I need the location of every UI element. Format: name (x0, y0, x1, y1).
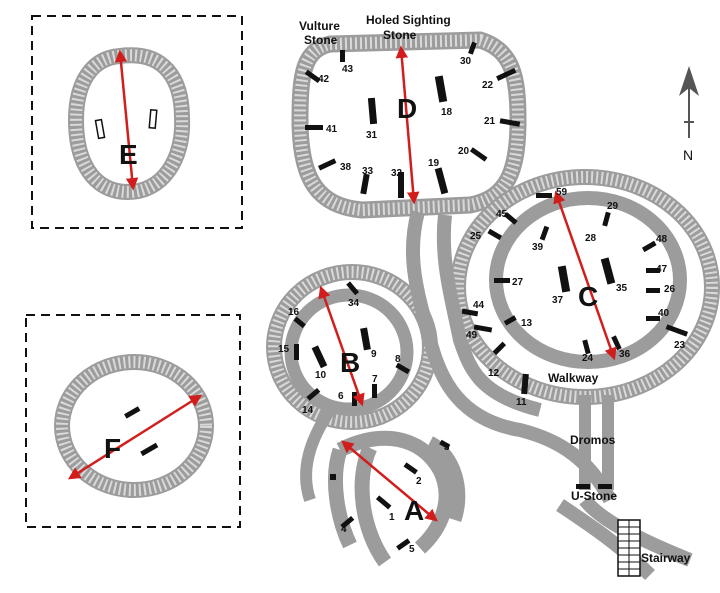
stone-number: 21 (484, 116, 496, 127)
stone-number: 24 (582, 353, 594, 364)
north-label: N (683, 147, 693, 163)
stone-number: 59 (556, 187, 568, 198)
stone-number: 2 (416, 476, 422, 487)
stone-number: 35 (616, 283, 628, 294)
stone-number: 16 (288, 307, 300, 318)
stone-number: 41 (326, 124, 338, 135)
stone-number: 25 (470, 231, 482, 242)
stairway-label: Stairway (641, 551, 691, 565)
axis-arrow-f (67, 394, 203, 480)
stone-number: 33 (362, 166, 374, 177)
stone-number: 36 (619, 349, 631, 360)
stone-number: 31 (366, 130, 378, 141)
stone-number: 10 (315, 370, 327, 381)
stone-number: 4 (341, 524, 347, 535)
stone-number: 44 (473, 300, 485, 311)
stone-number: 3 (444, 442, 450, 453)
vulture-stone-label: Stone (304, 33, 338, 47)
enclosure-label-a: A (404, 495, 424, 526)
stone-number: 49 (466, 330, 478, 341)
stone-number-labels: 43 42 41 38 31 33 32 19 18 20 21 22 30 3… (278, 56, 686, 555)
stone-number: 13 (521, 318, 533, 329)
stone-number: 12 (488, 368, 500, 379)
stairway-icon (617, 519, 641, 577)
stone-number: 8 (395, 354, 401, 365)
enclosure-label-e: E (119, 139, 138, 170)
stone-number: 32 (391, 168, 403, 179)
axis-arrow-b (318, 285, 365, 407)
holed-sighting-stone-label: Holed Sighting (366, 13, 451, 27)
stone-number: 42 (318, 74, 330, 85)
stone-number: 23 (674, 340, 686, 351)
stone-number: 22 (482, 80, 494, 91)
stone-number: 39 (532, 242, 544, 253)
dromos-label: Dromos (570, 433, 616, 447)
stone-number: 43 (342, 64, 354, 75)
vulture-stone-label: Vulture (299, 19, 340, 33)
stone-number: 37 (552, 295, 564, 306)
enclosure-f-frame (25, 314, 241, 528)
stone-number: 29 (607, 201, 619, 212)
stone-number: 27 (512, 277, 524, 288)
enclosure-e-frame (31, 15, 243, 229)
stone-number: 15 (278, 344, 290, 355)
stone-number: 47 (656, 264, 668, 275)
holed-sighting-stone-label: Stone (383, 28, 417, 42)
stone-number: 6 (338, 391, 344, 402)
enclosure-label-b: B (340, 347, 360, 378)
stone-number: 14 (302, 405, 314, 416)
stone-number: 1 (389, 512, 395, 523)
stone-number: 45 (496, 209, 508, 220)
north-arrow-icon (679, 66, 699, 138)
stone-number: 34 (348, 298, 360, 309)
stone-number: 40 (658, 308, 670, 319)
axis-arrows (67, 45, 617, 522)
stone-number: 38 (340, 162, 352, 173)
stone-number: 11 (516, 397, 527, 408)
axis-arrow-a (341, 440, 438, 522)
walkway-label: Walkway (548, 371, 599, 385)
axis-arrow-e (114, 49, 139, 191)
stone-number: 28 (585, 233, 597, 244)
enclosure-label-c: C (578, 281, 598, 312)
stone-number: 9 (371, 349, 377, 360)
axis-arrow-c (553, 190, 617, 361)
stone-number: 48 (656, 234, 668, 245)
stone-number: 26 (664, 284, 676, 295)
stone-number: 19 (428, 158, 440, 169)
stone-number: 20 (458, 146, 470, 157)
enclosure-label-d: D (397, 93, 417, 124)
stone-number: 7 (372, 374, 378, 385)
u-stone-label: U-Stone (571, 489, 617, 503)
stone-number: 5 (409, 544, 415, 555)
stone-number: 30 (460, 56, 472, 67)
stone-number: 18 (441, 107, 453, 118)
axis-arrow-d (395, 45, 420, 205)
enclosure-label-f: F (104, 433, 121, 464)
